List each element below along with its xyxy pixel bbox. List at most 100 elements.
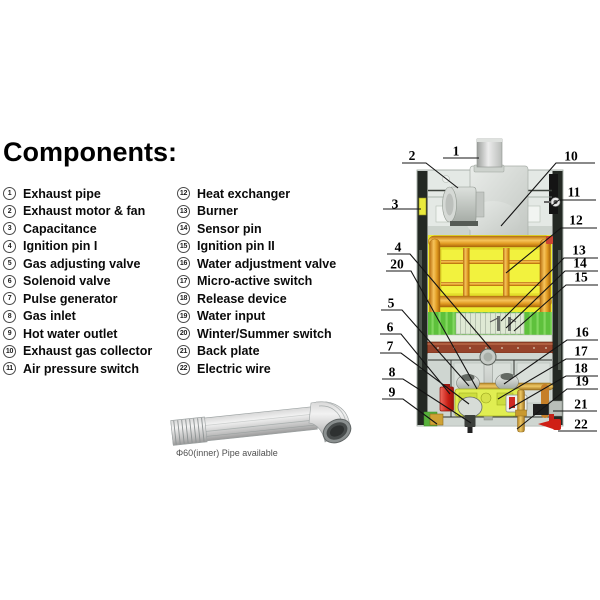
component-label: Air pressure switch [23,361,140,376]
component-label: Heat exchanger [197,186,291,201]
component-item: 16 Water adjustment valve [177,255,336,273]
callout-15: 15 [574,270,588,285]
component-label: Burner [197,204,238,219]
callout-5: 5 [388,296,395,311]
component-label: Electric wire [197,361,271,376]
component-number-badge: 19 [177,309,190,323]
component-item: 15 Ignition pin II [177,238,336,256]
callout-lines [380,157,598,432]
page-title: Components: [3,137,177,167]
component-label: Exhaust gas collector [23,344,153,359]
callout-8: 8 [389,365,396,380]
component-number-badge: 7 [3,292,16,306]
component-item: 13 Burner [177,203,336,221]
pipe-opening [322,418,352,444]
component-number-badge: 16 [177,257,190,271]
capacitance [418,197,427,216]
component-label: Exhaust motor & fan [23,204,146,219]
exhaust-fan-assembly [442,138,529,239]
component-number-badge: 9 [3,327,16,341]
component-item: 4 Ignition pin I [3,238,152,256]
component-number-badge: 21 [177,344,190,358]
component-item: 18 Release device [177,290,336,308]
heater-unit [416,138,564,433]
component-label: Release device [197,291,287,306]
callout-21: 21 [574,397,588,412]
component-number-badge: 18 [177,292,190,306]
component-label: Exhaust pipe [23,186,101,201]
component-label: Ignition pin I [23,239,98,254]
pulse-generator [457,396,483,433]
sensor-pin [497,316,500,331]
component-number-badge: 13 [177,204,190,218]
component-item: 10 Exhaust gas collector [3,343,152,361]
component-label: Water input [197,309,266,324]
callout-22: 22 [574,417,588,432]
electric-wire-valve [538,414,561,430]
component-item: 5 Gas adjusting valve [3,255,152,273]
callout-numbers: 1 2 3 4 20 5 6 7 8 9 10 11 12 13 14 15 1… [387,144,589,432]
callout-12: 12 [569,213,583,228]
callout-20: 20 [390,257,404,272]
component-item: 11 Air pressure switch [3,360,152,378]
callout-16: 16 [575,325,589,340]
component-item: 14 Sensor pin [177,220,336,238]
component-item: 19 Water input [177,308,336,326]
component-number-badge: 10 [3,344,16,358]
component-number-badge: 3 [3,222,16,236]
callout-6: 6 [387,320,394,335]
exhaust-pipe [476,138,503,168]
component-number-badge: 1 [3,187,16,201]
component-label: Water adjustment valve [197,256,337,271]
callout-7: 7 [387,339,394,354]
component-item: 12 Heat exchanger [177,185,336,203]
component-number-badge: 4 [3,239,16,253]
callout-10: 10 [564,149,578,164]
component-item: 20 Winter/Summer switch [177,325,336,343]
pipe-photo [170,401,352,446]
component-label: Hot water outlet [23,326,118,341]
callout-2: 2 [409,148,416,163]
component-number-badge: 22 [177,362,190,376]
component-item: 21 Back plate [177,343,336,361]
components-column-2: 12 Heat exchanger 13 Burner 14 Sensor pin 15 Ig… [177,185,336,378]
component-label: Winter/Summer switch [197,326,332,341]
component-number-badge: 15 [177,239,190,253]
gas-inlet [467,427,473,433]
component-number-badge: 5 [3,257,16,271]
callout-14: 14 [573,256,587,271]
callout-9: 9 [389,385,396,400]
component-number-badge: 20 [177,327,190,341]
hot-water-outlet [423,411,444,427]
valve-compartment [423,348,563,433]
right-rail [552,171,563,425]
callout-13: 13 [572,243,586,258]
component-number-badge: 11 [3,362,16,376]
component-item: 3 Capacitance [3,220,152,238]
left-rail [417,171,428,425]
component-label: Gas adjusting valve [23,256,141,271]
component-label: Back plate [197,344,260,359]
component-label: Pulse generator [23,291,118,306]
component-number-badge: 12 [177,187,190,201]
component-number-badge: 2 [3,204,16,218]
component-label: Ignition pin II [197,239,275,254]
component-number-badge: 6 [3,274,16,288]
component-number-badge: 17 [177,274,190,288]
component-label: Capacitance [23,221,97,236]
exhaust-motor [442,186,485,226]
component-label: Sensor pin [197,221,262,236]
callout-1: 1 [453,144,460,159]
component-item: 2 Exhaust motor & fan [3,203,152,221]
callout-19: 19 [575,374,589,389]
component-item: 9 Hot water outlet [3,325,152,343]
components-column-1: 1 Exhaust pipe 2 Exhaust motor & fan 3 Capaci… [3,185,152,378]
component-number-badge: 14 [177,222,190,236]
pipe-caption: Φ60(inner) Pipe available [176,448,278,458]
burner [427,312,553,343]
